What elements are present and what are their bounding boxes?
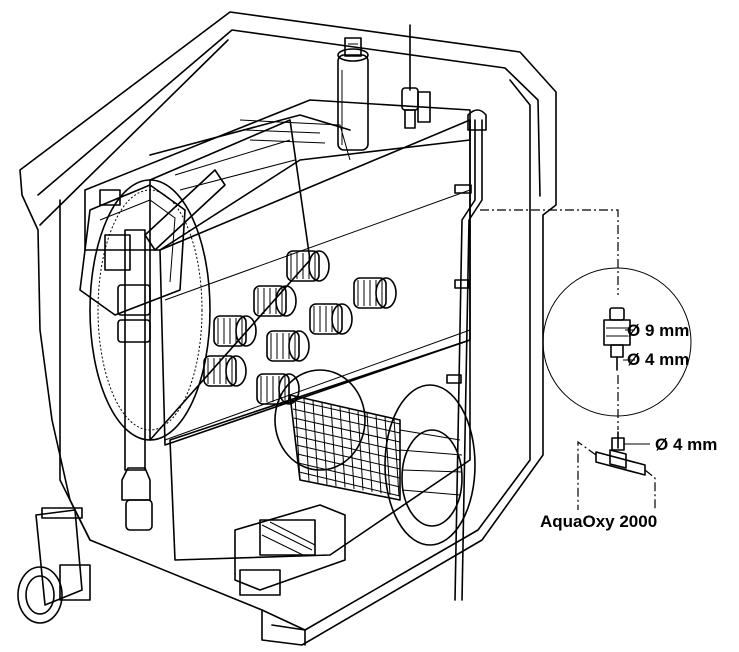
mesh-pattern — [291, 396, 401, 497]
front-panel — [159, 119, 471, 446]
outlet-9mm-label: Ø 9 mm — [627, 321, 690, 340]
tee-connector — [577, 431, 656, 510]
filter-housing — [19, 11, 557, 646]
motor-housing — [79, 184, 186, 316]
outlet-4mm-label: Ø 4 mm — [627, 350, 690, 369]
mesh-basket — [274, 369, 476, 546]
filter-cartridge — [309, 303, 353, 335]
filter-cartridge — [253, 285, 297, 317]
filter-cartridges — [203, 250, 397, 405]
magnified-connector-detail — [542, 267, 692, 417]
sponge-block — [234, 504, 346, 596]
filter-cartridge — [353, 277, 397, 309]
air-inlet-fitting — [401, 24, 431, 129]
drum-filter — [89, 119, 311, 441]
rear-chamber — [84, 99, 471, 251]
filter-cartridge — [203, 355, 247, 387]
leader-line-top — [480, 209, 619, 295]
outlet-valve — [17, 507, 91, 624]
uvc-cylinder — [337, 37, 369, 151]
filter-cartridge — [286, 250, 330, 282]
pump-name-label: AquaOxy 2000 — [540, 512, 658, 531]
filter-cartridge — [213, 315, 257, 347]
lower-chamber — [169, 339, 471, 561]
air-hose — [446, 109, 487, 601]
left-pipes — [117, 169, 226, 531]
filter-cartridge — [266, 330, 310, 362]
tee-4mm-label: Ø 4 mm — [655, 435, 718, 454]
